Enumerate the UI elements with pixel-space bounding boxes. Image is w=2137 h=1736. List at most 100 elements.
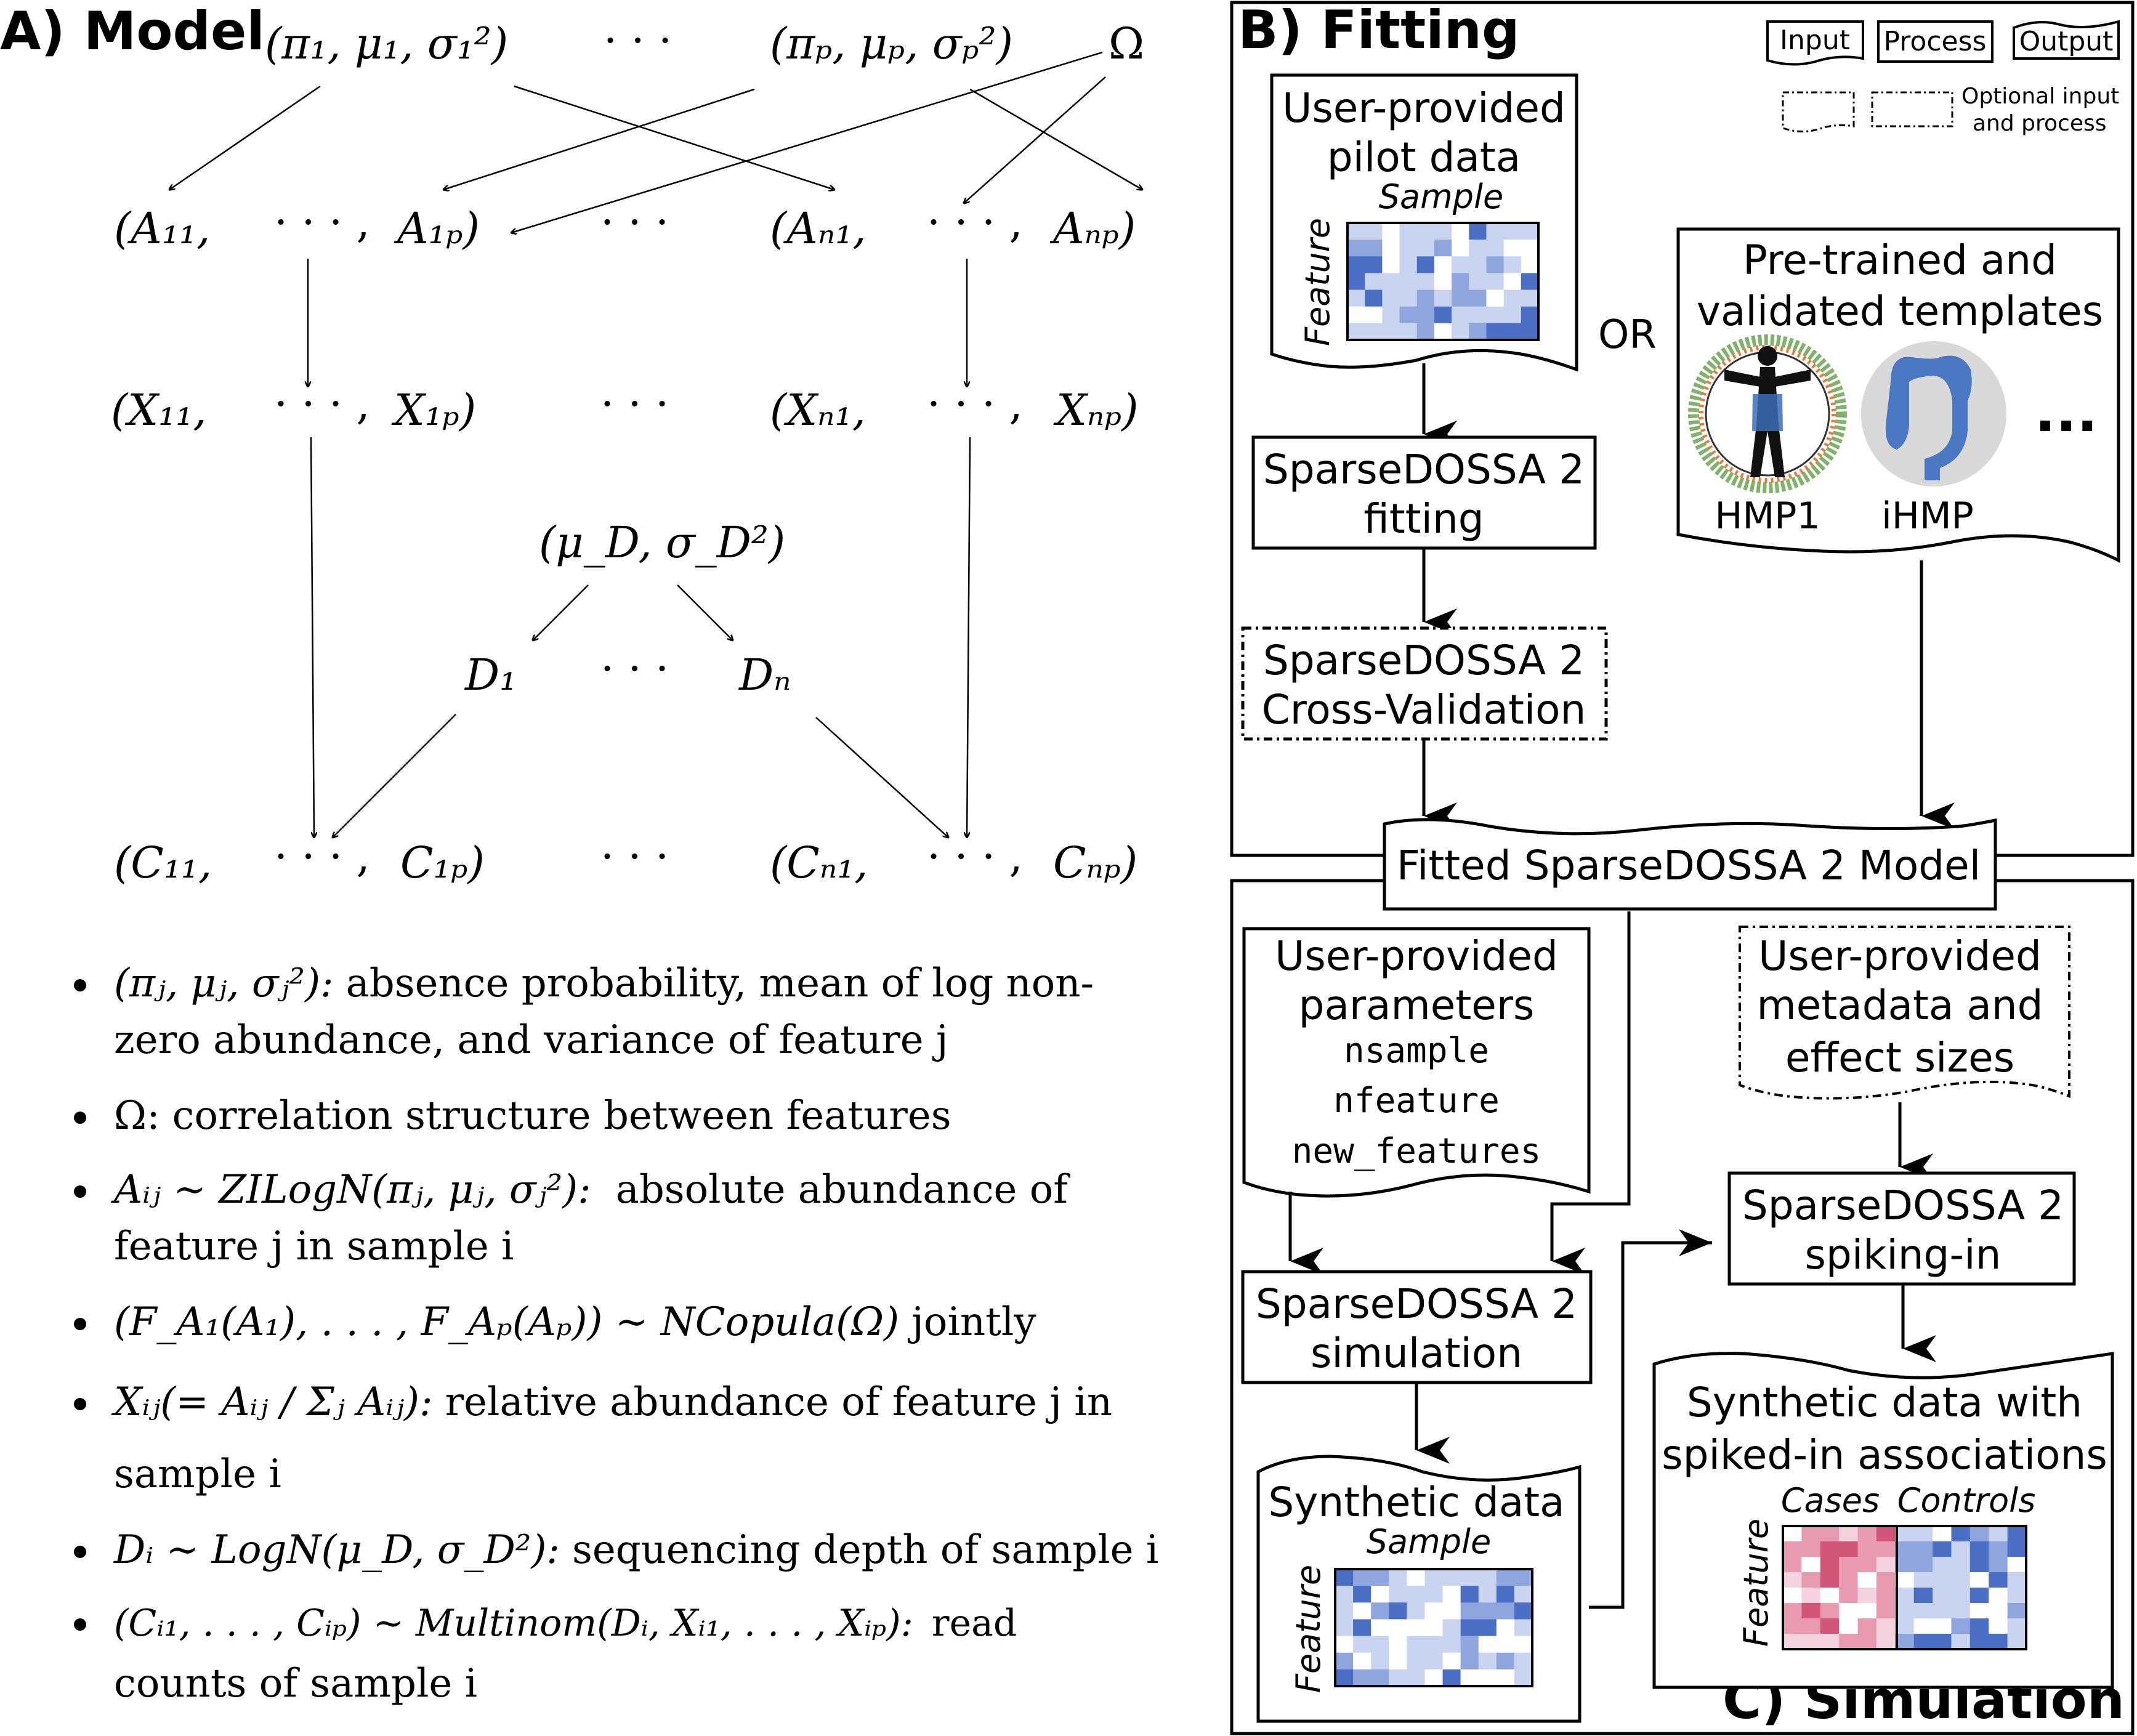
heatmap-cell xyxy=(1969,1634,1989,1650)
metadata-shape xyxy=(1739,926,2070,1100)
heatmap-cell xyxy=(1989,1634,2008,1650)
legend-output-shape xyxy=(2013,20,2120,60)
heatmap-cell xyxy=(2007,1603,2027,1619)
heatmap-cell xyxy=(1820,1557,1840,1573)
pilot-feature-label: Feature xyxy=(1298,218,1337,346)
heatmap-cell xyxy=(1857,1541,1877,1557)
legend-input-label: Input xyxy=(1780,25,1850,56)
fitted-model-label: Fitted SparseDOSSA 2 Model xyxy=(1397,842,1981,889)
heatmap-cell xyxy=(1452,273,1469,291)
heatmap-cell xyxy=(1876,1541,1896,1557)
heatmap-cell xyxy=(1469,223,1487,240)
heatmap-cell xyxy=(1839,1557,1859,1573)
fitting-line1: SparseDOSSA 2 xyxy=(1263,446,1585,493)
heatmap-cell xyxy=(1347,223,1365,240)
heatmap-border xyxy=(1782,1525,2027,1650)
heatmap-cell xyxy=(1434,289,1452,307)
panel-a: A) Model (π₁, μ₁, σ₁²) · · · (πₚ, μₚ, σₚ… xyxy=(0,1,1158,1706)
heatmap-cell xyxy=(1783,1557,1802,1573)
templates-line1: Pre-trained and xyxy=(1743,236,2057,284)
heatmap-cell xyxy=(1801,1618,1821,1634)
heatmap-cell xyxy=(1839,1618,1859,1634)
heatmap-cell xyxy=(1969,1572,1989,1588)
heatmap-cell xyxy=(1783,1541,1802,1557)
heatmap-cell xyxy=(1389,1636,1407,1653)
heatmap-cell xyxy=(1503,256,1522,273)
heatmap-cell xyxy=(1407,1569,1425,1586)
heatmap-cell xyxy=(1382,240,1400,257)
templates-node: Pre-trained and validated templates HMP1… xyxy=(1676,227,2120,563)
omega-label: Ω xyxy=(1109,18,1144,69)
heatmap-cell xyxy=(1460,1586,1479,1603)
heatmap-cell xyxy=(1347,240,1365,257)
panel-a-title: A) Model xyxy=(0,1,265,62)
heatmap-cell xyxy=(1442,1669,1461,1687)
pilot-data-line2: pilot data xyxy=(1327,134,1521,181)
heatmap-cell xyxy=(1335,1569,1354,1586)
heatmap-cell xyxy=(1486,306,1505,324)
x-row-dots-1: · · · , xyxy=(274,379,370,429)
panel-b: B) Fitting Input Process Output Optional… xyxy=(1230,0,2135,857)
heatmap-cell xyxy=(1353,1569,1371,1586)
heatmap-cell xyxy=(1478,1602,1497,1620)
heatmap-cell xyxy=(1399,240,1418,257)
heatmap-cell xyxy=(1913,1541,1933,1557)
heatmap-cell xyxy=(1442,1586,1461,1603)
heatmap-cell xyxy=(1353,1669,1371,1687)
arrow-fitted-simulation xyxy=(1550,911,1631,1275)
or-label: OR xyxy=(1598,312,1657,358)
heatmap-cell xyxy=(1514,1586,1533,1603)
heatmap-cell xyxy=(1783,1588,1802,1604)
c-row-c1p: C₁ₚ) xyxy=(400,838,485,888)
heatmap-cell xyxy=(1389,1586,1407,1603)
model-edges xyxy=(169,51,1142,838)
heatmap-cell xyxy=(1365,240,1383,257)
hmp1-label: HMP1 xyxy=(1715,495,1820,538)
x-row-x1p: X₁ₚ) xyxy=(391,385,476,435)
heatmap-cell xyxy=(1496,1569,1515,1586)
bullet-3-text-2: feature j in sample i xyxy=(114,1224,514,1269)
heatmap-cell xyxy=(1496,1619,1515,1637)
edge-xn-cn xyxy=(967,437,971,838)
heatmap-cell xyxy=(1365,323,1383,341)
heatmap-cell xyxy=(1382,289,1400,307)
svg-text:(πⱼ, μⱼ, σⱼ²):absence probabil: (πⱼ, μⱼ, σⱼ²):absence probability, mean … xyxy=(114,961,1094,1006)
bullet-dot xyxy=(74,1112,86,1124)
parameters-node: User-provided parameters nsample nfeatur… xyxy=(1242,927,1591,1198)
heatmap-cell xyxy=(1801,1634,1821,1650)
svg-text:Dᵢ ∼ LogN(μ_D, σ_D²):sequencin: Dᵢ ∼ LogN(μ_D, σ_D²):sequencing depth of… xyxy=(113,1527,1158,1573)
spiked-data-line2: spiked-in associations xyxy=(1662,1431,2107,1479)
heatmap-cell xyxy=(1389,1669,1407,1687)
bullet-dot xyxy=(74,1318,86,1330)
heatmap-cell xyxy=(1514,1569,1533,1586)
arrow-synthetic-spiking xyxy=(1589,1229,1712,1609)
heatmap-cell xyxy=(1424,1652,1444,1670)
metadata-line1: User-provided xyxy=(1758,932,2042,980)
heatmap-cell xyxy=(1434,273,1452,291)
heatmap-cell xyxy=(1365,223,1383,240)
edge-omega-a1p xyxy=(511,51,1103,233)
heatmap-cell xyxy=(1933,1557,1952,1573)
c-row-mid-dots: · · · xyxy=(600,831,669,882)
heatmap-cell xyxy=(1371,1569,1389,1586)
heatmap-cell xyxy=(1989,1541,2008,1557)
heatmap-cell xyxy=(1514,1602,1533,1620)
heatmap-cell xyxy=(1496,1669,1515,1687)
heatmap-cell xyxy=(1521,289,1539,307)
heatmap-cell xyxy=(1416,273,1435,291)
bullet-dot xyxy=(74,1185,86,1198)
spiked-data-node: Synthetic data with spiked-in associatio… xyxy=(1652,1352,2114,1689)
bullet-5-text: relative abundance of feature j in xyxy=(445,1379,1113,1425)
heatmap-cell xyxy=(1913,1603,1933,1619)
bullet-1: (πⱼ, μⱼ, σⱼ²):absence probability, mean … xyxy=(74,961,1094,1063)
hmp1-icon xyxy=(1688,334,1847,493)
heatmap-cell xyxy=(1514,1652,1533,1670)
edge-dparams-dn xyxy=(677,584,733,640)
a-row-dots-2: · · · , xyxy=(927,197,1023,248)
heatmap-cell xyxy=(1452,306,1469,324)
heatmap-cell xyxy=(1514,1636,1533,1653)
fitting-box xyxy=(1251,435,1597,550)
heatmap-cell xyxy=(1382,273,1400,291)
heatmap-cell xyxy=(1895,1541,1915,1557)
heatmap-cell xyxy=(1876,1557,1896,1573)
